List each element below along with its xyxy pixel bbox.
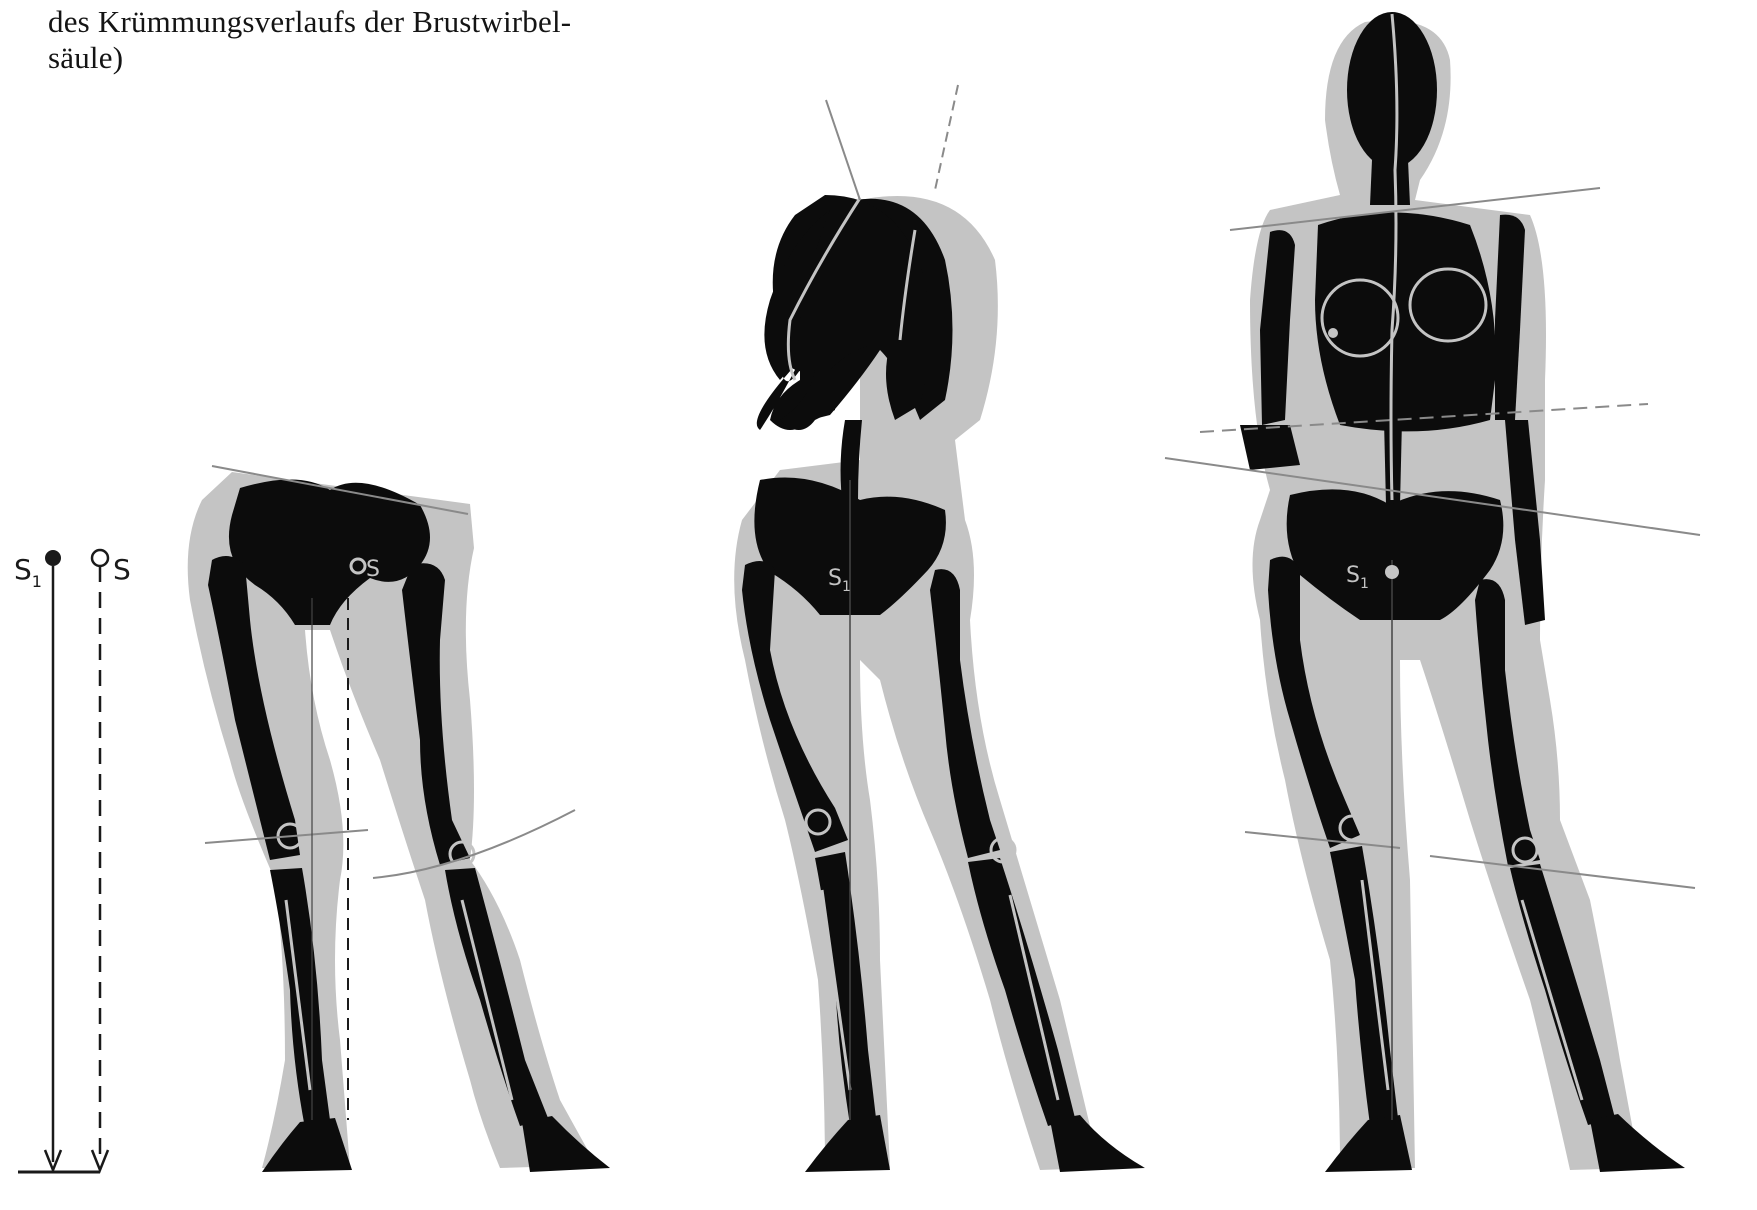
stage2-right-foot: [1050, 1115, 1145, 1172]
stage3-left-forearm: [1240, 425, 1300, 470]
s-label: S: [113, 553, 131, 586]
stage2-left-foot: [805, 1115, 890, 1172]
stage3-neck: [1370, 160, 1410, 205]
s1-label: S1: [14, 553, 42, 591]
stage3-left-foot: [1325, 1115, 1412, 1172]
plumb-line-reference: S1 S: [14, 550, 131, 1172]
stage3-rib-cage: [1315, 213, 1496, 432]
s-point-marker: [92, 550, 108, 566]
posture-stage-3: S1: [1165, 12, 1700, 1172]
stage1-s-label: S: [366, 557, 380, 582]
stage3-right-foot: [1590, 1114, 1685, 1172]
posture-stage-1: S: [188, 466, 610, 1172]
s1-point-marker: [45, 550, 61, 566]
stage3-head: [1347, 12, 1437, 168]
posture-stage-2: S1: [734, 85, 1145, 1172]
